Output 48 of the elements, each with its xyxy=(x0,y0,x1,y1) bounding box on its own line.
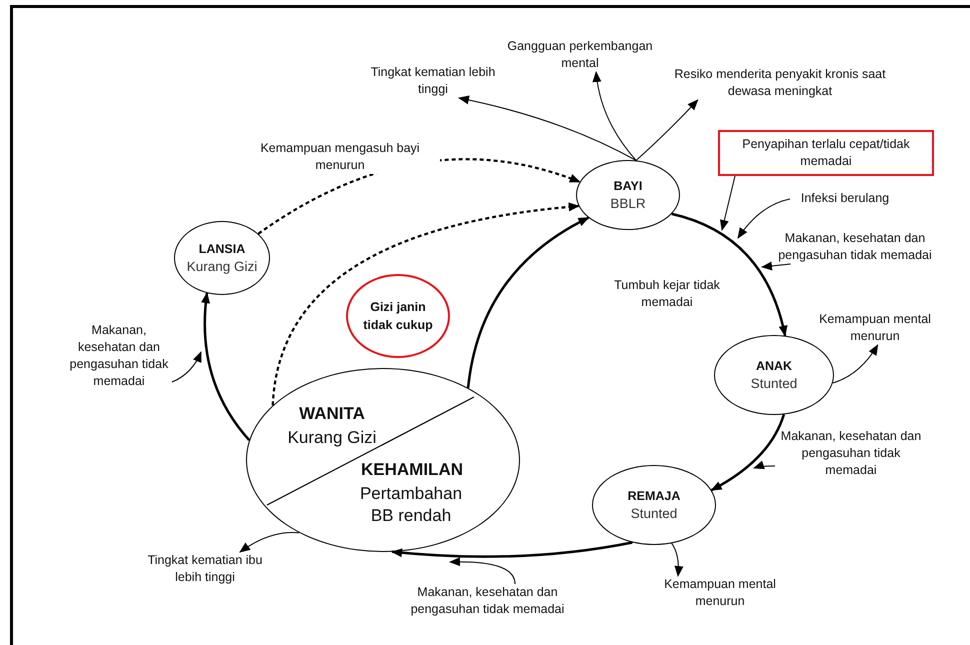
outcome-text: Makanan, kesehatan dan pengasuhan tidak memadai xyxy=(765,230,945,264)
arrow xyxy=(753,460,776,470)
arrow xyxy=(636,99,698,161)
annotation-text: Tumbuh kejar tidak memadai xyxy=(613,277,721,311)
highlight-box: Penyapihan terlalu cepat/tidak memadai xyxy=(718,130,934,176)
arrow xyxy=(720,176,736,231)
node-title: LANSIA xyxy=(198,241,246,258)
arrow xyxy=(671,212,788,337)
dashed-arrow xyxy=(272,202,580,406)
arrow xyxy=(737,198,790,239)
ellipse-node xyxy=(592,465,716,545)
arrow xyxy=(458,96,637,161)
arrow xyxy=(449,557,516,584)
node-subtitle: Pertambahan BB rendah xyxy=(358,483,464,527)
node-title: Gizi janin tidak cukup xyxy=(362,299,434,334)
ellipse-node xyxy=(576,160,680,230)
node-title: REMAJA xyxy=(628,488,680,505)
outcome-text: Infeksi berulang xyxy=(790,190,900,207)
node-title: BAYI xyxy=(614,178,642,195)
outcome-text: Tingkat kematian ibu lebih tinggi xyxy=(135,552,275,586)
arrow xyxy=(761,262,792,270)
arrow xyxy=(710,414,786,492)
arrow xyxy=(172,351,202,382)
outcome-text: Kemampuan mental menurun xyxy=(658,576,782,610)
arrow xyxy=(671,542,684,577)
arrow xyxy=(832,344,878,384)
split-ellipse-node xyxy=(246,368,520,552)
arrow xyxy=(466,216,590,388)
node-subtitle: BBLR xyxy=(610,195,646,213)
node-title: KEHAMILAN xyxy=(360,459,464,481)
outcome-text: Makanan, kesehatan dan pengasuhan tidak memadai xyxy=(66,322,172,390)
node-subtitle: Kurang Gizi xyxy=(286,427,378,449)
arrow xyxy=(391,541,633,558)
outcome-text: Tingkat kematian lebih tinggi xyxy=(358,64,508,98)
ellipse-node xyxy=(174,221,270,295)
outcome-text: Makanan, kesehatan dan pengasuhan tidak memadai xyxy=(775,428,927,479)
node-subtitle: Kurang Gizi xyxy=(186,258,258,276)
ellipse-node xyxy=(346,274,450,358)
node-subtitle: Stunted xyxy=(630,505,678,523)
node-title: ANAK xyxy=(756,358,792,375)
outcome-text: Resiko menderita penyakit kronis saat dewasa meningkat xyxy=(660,66,900,100)
node-title: WANITA xyxy=(298,403,366,425)
node-subtitle: Stunted xyxy=(750,375,798,393)
arrow xyxy=(592,71,637,161)
outcome-text: Makanan, kesehatan dan pengasuhan tidak memadai xyxy=(395,584,580,618)
ellipse-node xyxy=(714,335,834,415)
arrow xyxy=(239,532,300,553)
outcome-text: Kemampuan mental menurun xyxy=(800,311,950,345)
